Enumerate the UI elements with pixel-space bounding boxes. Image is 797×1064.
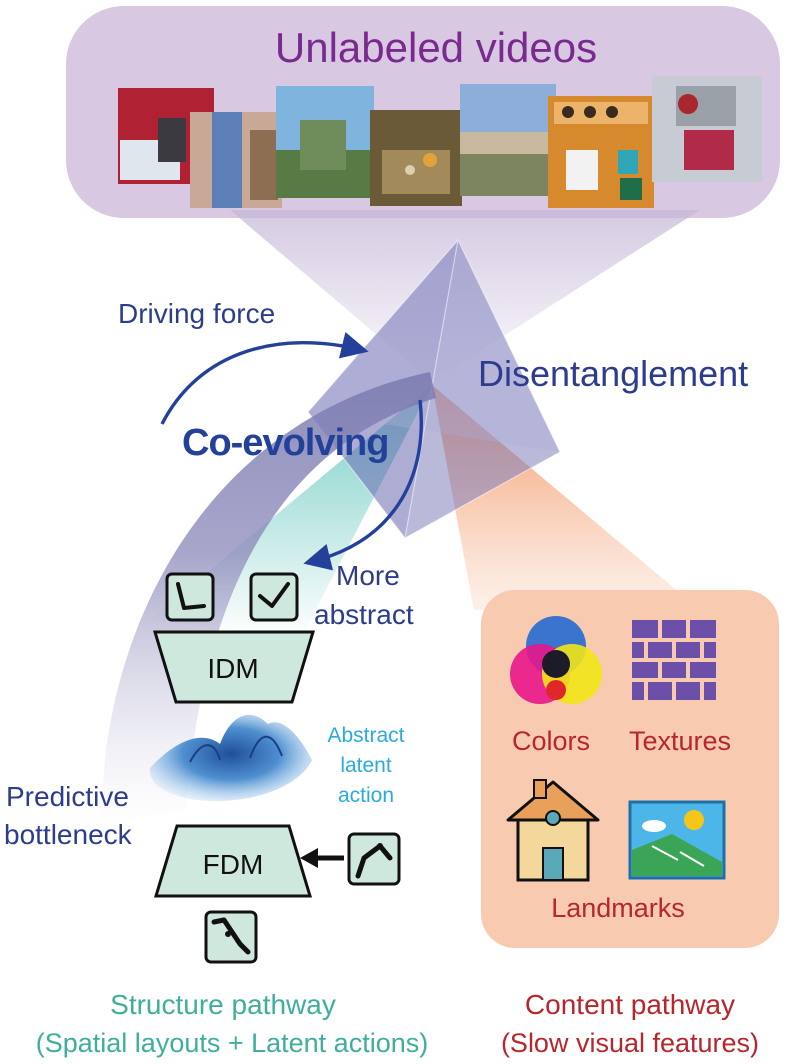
structure-pathway-title: Structure pathway	[110, 989, 336, 1020]
video-thumbnail	[276, 86, 374, 198]
content-pathway-subtitle: (Slow visual features)	[501, 1028, 759, 1058]
abstract-label: abstract	[314, 599, 414, 630]
robot-arm-icon	[347, 832, 401, 886]
co-evolving-band	[101, 372, 437, 826]
textures-label: Textures	[629, 726, 731, 756]
idm-module: IDM	[152, 630, 316, 704]
latent-action-blob	[149, 714, 312, 802]
more-abstract-arrow	[303, 399, 423, 571]
structure-pathway-subtitle: (Spatial layouts + Latent actions)	[36, 1028, 428, 1058]
robot-arm-alt-icon	[204, 910, 258, 964]
brick-texture-icon	[632, 620, 716, 700]
colors-label: Colors	[512, 726, 590, 756]
landscape-picture-icon	[628, 800, 726, 880]
content-pathway-title: Content pathway	[525, 989, 735, 1020]
driving-force-arrow	[160, 331, 369, 425]
idm-label: IDM	[207, 653, 258, 684]
video-thumbnail	[190, 112, 282, 208]
header-title: Unlabeled videos	[275, 24, 597, 71]
fdm-label: FDM	[203, 849, 264, 880]
house-icon	[506, 779, 600, 882]
more-label: More	[336, 560, 400, 591]
video-thumbnail	[460, 84, 556, 196]
video-thumbnail	[370, 110, 462, 206]
disentanglement-label: Disentanglement	[478, 353, 748, 394]
abstract-latent-action-line3: action	[338, 784, 394, 807]
arm-bent-icon	[165, 572, 215, 622]
fdm-module: FDM	[153, 824, 313, 898]
color-venn-icon	[510, 616, 602, 704]
abstract-latent-action-line2: latent	[340, 754, 392, 777]
video-thumbnail	[652, 76, 762, 182]
abstract-latent-action-line1: Abstract	[327, 724, 404, 747]
bottleneck-label: bottleneck	[4, 819, 133, 850]
video-thumbnail	[548, 96, 654, 208]
driving-force-label: Driving force	[118, 298, 275, 329]
co-evolving-label: Co-evolving	[182, 422, 388, 464]
landmarks-label: Landmarks	[551, 893, 685, 923]
predictive-label: Predictive	[6, 781, 129, 812]
arm-wave-icon	[249, 572, 299, 622]
video-thumbnails	[118, 76, 762, 208]
